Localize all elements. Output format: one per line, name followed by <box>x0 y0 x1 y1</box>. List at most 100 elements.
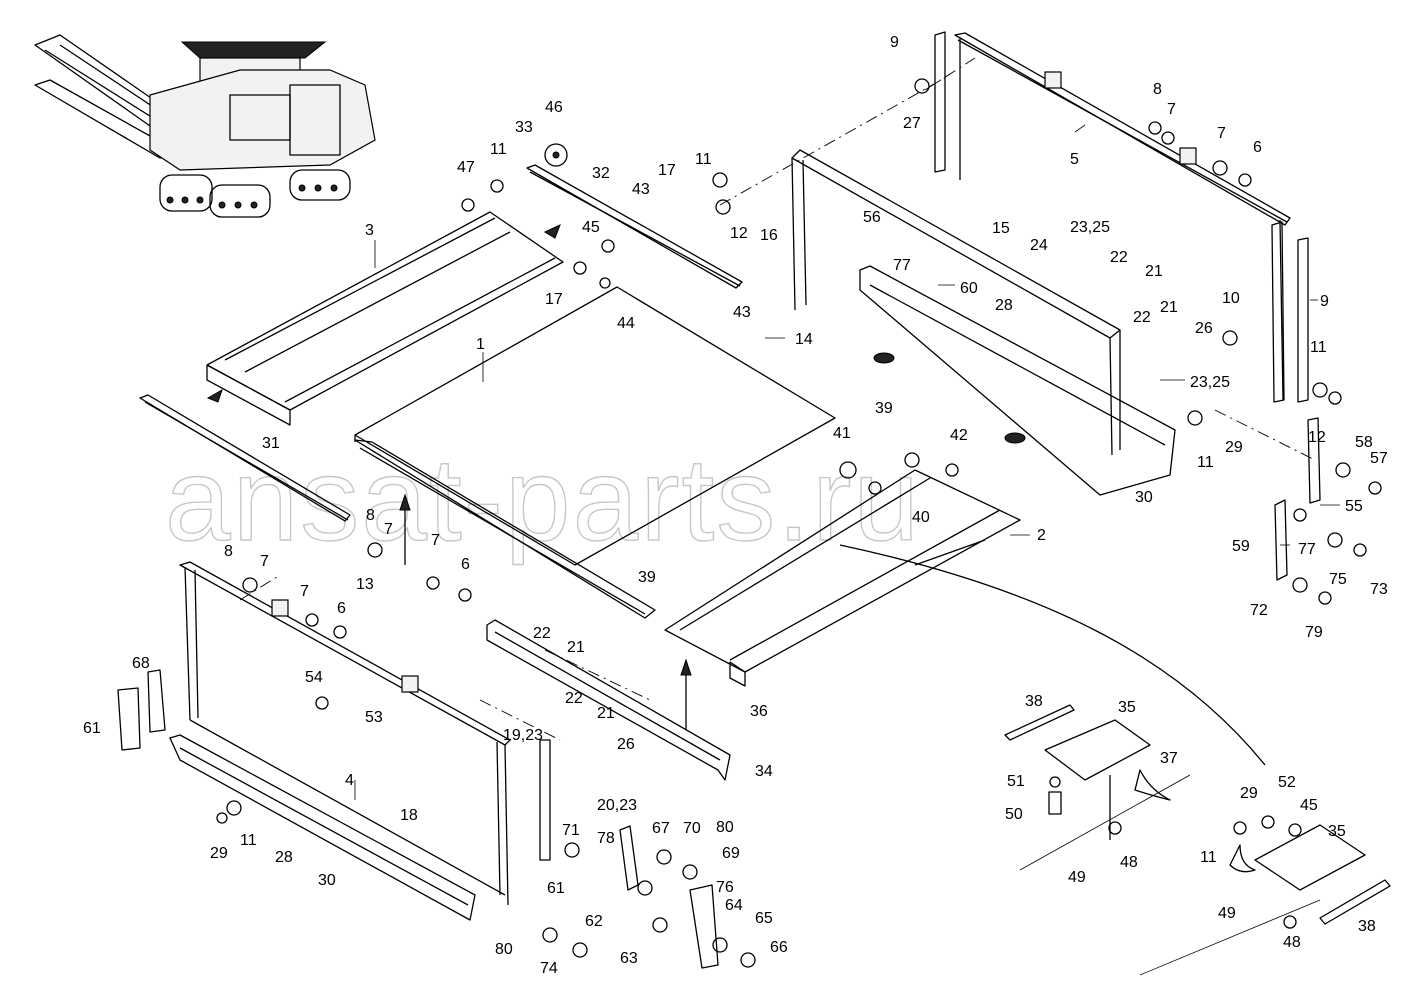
label-31: 31 <box>262 435 280 452</box>
label-9-right: 9 <box>1320 293 1329 310</box>
label-14: 14 <box>795 331 813 348</box>
centre-lines <box>239 57 1316 741</box>
label-7: 7 <box>1167 101 1176 118</box>
label-7: 7 <box>431 532 440 549</box>
label-45: 45 <box>1300 797 1318 814</box>
label-33: 33 <box>515 119 533 136</box>
floor-panel-2 <box>664 469 1021 687</box>
label-53: 53 <box>365 709 383 726</box>
label-26: 26 <box>617 736 635 753</box>
label-29: 29 <box>1225 439 1243 456</box>
label-17: 17 <box>545 291 563 308</box>
bracket-34 <box>486 619 731 781</box>
label-66: 66 <box>770 939 788 956</box>
label-75: 75 <box>1329 571 1347 588</box>
label-29: 29 <box>210 845 228 862</box>
label-30: 30 <box>318 872 336 889</box>
label-10: 10 <box>1222 290 1240 307</box>
label-11: 11 <box>490 141 507 158</box>
label-39: 39 <box>638 569 656 586</box>
hardware <box>216 78 1382 929</box>
label-38: 38 <box>1358 918 1376 935</box>
support-35-lower <box>1229 824 1391 925</box>
label-21: 21 <box>1145 263 1163 280</box>
floor-panel-1 <box>354 286 836 566</box>
label-47: 47 <box>457 159 475 176</box>
label-7: 7 <box>384 521 393 538</box>
back-frame-15 <box>791 149 1176 496</box>
label-11: 11 <box>1197 454 1214 471</box>
label-43: 43 <box>632 181 650 198</box>
hinge-59-55 <box>1274 417 1321 581</box>
label-59: 59 <box>1232 538 1250 555</box>
label-43: 43 <box>733 304 751 321</box>
label-11: 11 <box>240 832 257 849</box>
label-21: 21 <box>1160 299 1178 316</box>
callout-labels: 9 27 8 7 7 6 5 46 33 47 11 32 17 11 43 4… <box>83 34 1388 977</box>
latch-parts <box>117 669 756 969</box>
label-35: 35 <box>1328 823 1346 840</box>
label-45: 45 <box>582 219 600 236</box>
rail-32 <box>526 164 743 289</box>
label-5: 5 <box>1070 151 1079 168</box>
label-61: 61 <box>547 880 565 897</box>
label-23-25: 23,25 <box>1070 219 1110 236</box>
label-36: 36 <box>750 703 768 720</box>
label-63: 63 <box>620 950 638 967</box>
direction-arrows <box>206 224 692 730</box>
label-58: 58 <box>1355 434 1373 451</box>
machine-thumbnail <box>34 34 376 218</box>
label-46: 46 <box>545 99 563 116</box>
label-77: 77 <box>1298 541 1316 558</box>
label-57: 57 <box>1370 450 1388 467</box>
label-11: 11 <box>695 151 712 168</box>
label-74: 74 <box>540 960 558 977</box>
cable <box>839 544 1266 766</box>
label-49: 49 <box>1218 905 1236 922</box>
floor-panel-3 <box>206 211 564 426</box>
label-68: 68 <box>132 655 150 672</box>
label-80: 80 <box>495 941 513 958</box>
label-28: 28 <box>275 849 293 866</box>
label-9-top: 9 <box>890 34 899 51</box>
label-22: 22 <box>533 625 551 642</box>
label-29: 29 <box>1240 785 1258 802</box>
label-6: 6 <box>337 600 346 617</box>
label-38: 38 <box>1025 693 1043 710</box>
label-35: 35 <box>1118 699 1136 716</box>
label-50: 50 <box>1005 806 1023 823</box>
label-73: 73 <box>1370 581 1388 598</box>
label-8: 8 <box>224 543 233 560</box>
label-48: 48 <box>1120 854 1138 871</box>
label-15: 15 <box>992 220 1010 237</box>
label-56: 56 <box>863 209 881 226</box>
label-2: 2 <box>1037 527 1046 544</box>
label-41: 41 <box>833 425 851 442</box>
label-3: 3 <box>365 222 374 239</box>
label-32: 32 <box>592 165 610 182</box>
label-61: 61 <box>83 720 101 737</box>
label-1: 1 <box>476 336 485 353</box>
label-22: 22 <box>1110 249 1128 266</box>
label-52: 52 <box>1278 774 1296 791</box>
label-27: 27 <box>903 115 921 132</box>
label-19-23: 19,23 <box>503 727 543 744</box>
leaders <box>354 124 1340 800</box>
label-71: 71 <box>562 822 580 839</box>
label-22: 22 <box>1133 309 1151 326</box>
support-35-upper <box>1004 704 1171 840</box>
label-8: 8 <box>1153 81 1162 98</box>
label-30: 30 <box>1135 489 1153 506</box>
label-39: 39 <box>875 400 893 417</box>
label-8: 8 <box>366 507 375 524</box>
label-40: 40 <box>912 509 930 526</box>
axis-lines-49 <box>1019 774 1321 976</box>
label-72: 72 <box>1250 602 1268 619</box>
label-34: 34 <box>755 763 773 780</box>
label-23-25: 23,25 <box>1190 374 1230 391</box>
label-7: 7 <box>1217 125 1226 142</box>
label-80: 80 <box>716 819 734 836</box>
label-6: 6 <box>1253 139 1262 156</box>
label-7: 7 <box>260 553 269 570</box>
